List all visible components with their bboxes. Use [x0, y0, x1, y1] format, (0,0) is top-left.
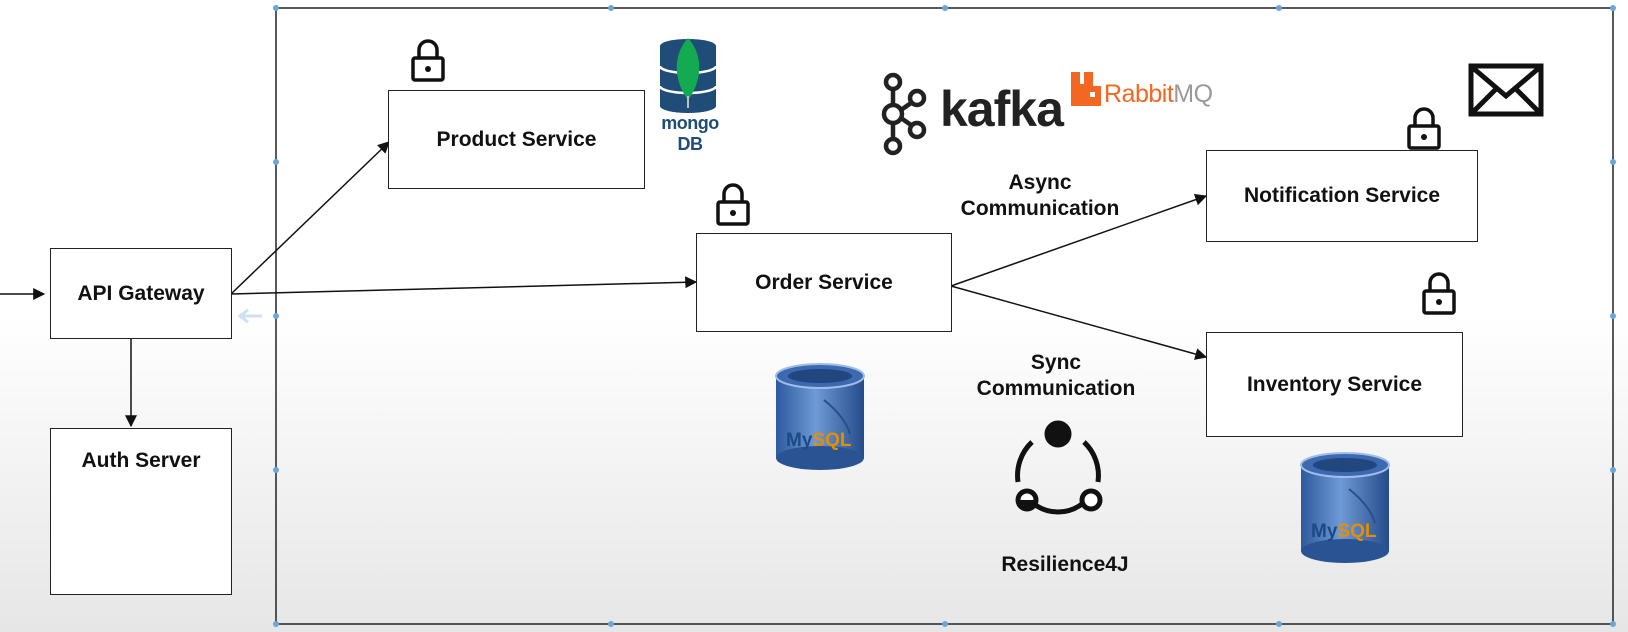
- mysql-text-b: SQL: [1337, 521, 1377, 542]
- kafka-logo: [881, 72, 927, 156]
- order-service-node[interactable]: Order Service: [696, 233, 952, 332]
- inventory-service-label: Inventory Service: [1246, 372, 1423, 396]
- mysql-logo-text: MySQL: [1311, 521, 1376, 543]
- edge-gateway-to-product: [230, 141, 390, 295]
- mysql-logo-text: MySQL: [786, 430, 851, 452]
- mysql-logo: [775, 363, 865, 470]
- edge-order-to-notification: [950, 193, 1208, 287]
- sync-label-line2: Communication: [976, 377, 1136, 400]
- mongodb-logo: [658, 38, 718, 113]
- rabbitmq-logo: [1071, 72, 1101, 106]
- lock-icon: [1407, 107, 1441, 150]
- async-label-line2: Communication: [960, 197, 1120, 220]
- order-service-label: Order Service: [755, 270, 893, 294]
- inventory-service-node[interactable]: Inventory Service: [1206, 332, 1463, 437]
- mongodb-logo-text: mongo DB: [661, 113, 719, 154]
- mysql-text-a: My: [1311, 521, 1338, 542]
- api-gateway-node[interactable]: API Gateway: [50, 248, 232, 339]
- async-communication-label: Async Communication: [940, 170, 1140, 222]
- sync-communication-label: Sync Communication: [956, 350, 1156, 402]
- rabbitmq-text-b: MQ: [1173, 80, 1213, 108]
- faint-arrow: [237, 308, 262, 324]
- api-gateway-label: API Gateway: [77, 281, 205, 305]
- product-service-label: Product Service: [436, 127, 597, 151]
- product-service-node[interactable]: Product Service: [388, 90, 645, 189]
- notification-service-node[interactable]: Notification Service: [1206, 150, 1478, 242]
- mail-icon: [1468, 63, 1544, 117]
- edge-gateway-to-order: [230, 276, 698, 295]
- resilience4j-label: Resilience4J: [1001, 553, 1129, 576]
- rabbitmq-logo-text: RabbitMQ: [1104, 80, 1213, 109]
- rabbitmq-text-a: Rabbit: [1104, 80, 1174, 108]
- edge-order-to-inventory: [950, 285, 1208, 360]
- selection-handles: [273, 5, 1616, 627]
- lock-icon: [411, 39, 445, 82]
- lock-icon: [716, 183, 750, 226]
- mysql-logo: [1300, 452, 1390, 563]
- auth-server-label: Auth Server: [81, 449, 201, 472]
- kafka-logo-text: kafka: [940, 81, 1064, 137]
- mysql-text-b: SQL: [812, 430, 852, 451]
- resilience4j-logo: [1015, 420, 1103, 515]
- mysql-text-a: My: [786, 430, 813, 451]
- async-label-line1: Async: [1008, 171, 1072, 194]
- auth-server-node[interactable]: Auth Server: [50, 428, 232, 595]
- lock-icon: [1422, 272, 1456, 315]
- notification-service-label: Notification Service: [1243, 184, 1441, 207]
- sync-label-line1: Sync: [1030, 351, 1082, 374]
